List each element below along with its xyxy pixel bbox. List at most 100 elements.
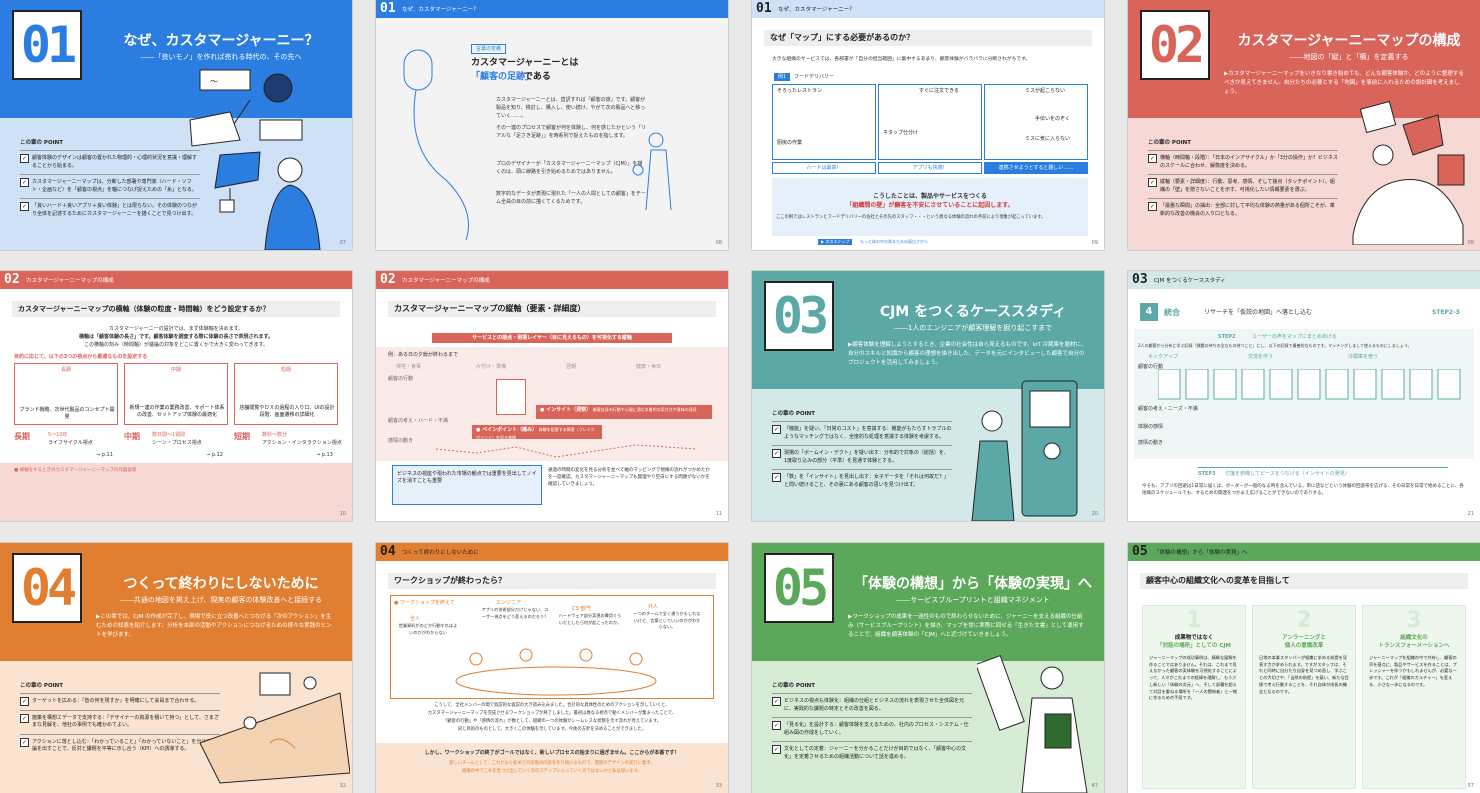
row-label: 顧客の考え・ニーズ・不満	[1138, 406, 1198, 412]
page-ref[interactable]: → p.13	[316, 452, 333, 458]
chapter-number: 04	[12, 553, 82, 623]
workshop-scene	[390, 595, 714, 699]
page-number: 07	[339, 240, 346, 246]
row-label: 体験の感情	[1138, 424, 1164, 430]
step-stage: 統合	[1164, 308, 1180, 317]
page-number: 57	[1467, 783, 1474, 789]
callout-line: 新しいチームとして、これがまた初めての段階の内容を作り続けるもので、開発のデザイ…	[449, 761, 655, 766]
slide-title: なぜ「マップ」にする必要があるのか？	[764, 30, 1092, 46]
slide-08-case-study-step[interactable]: 03 CJM をつくるケーススタディ 4 統合 リサーチを「仮説の地図」へ落とし…	[1128, 271, 1480, 521]
point-list: 顧客体験のデザインは顧客の置かれた物理的・心理的状況を意識・理解することから始ま…	[20, 150, 200, 222]
slide-02-definition[interactable]: 01 なぜ、カスタマージャーニー？ 言葉の定義 カスタマージャーニーとは 「顧客…	[376, 0, 728, 250]
chapter-subtitle: ――1人のエンジニアが顧客理解を掘り起こすまで	[893, 324, 1053, 332]
slide-04-cover[interactable]: 02 カスタマージャーニーマップの構成 ――地図の「縦」と「横」を定義する ▶カ…	[1128, 0, 1480, 250]
paragraph: プロのデザイナーが「カスタマージャーニーマップ（CJM）」を描くのは、頭に線路を…	[496, 161, 643, 175]
slide-title: 顧客中心の組織文化への変革を目指して	[1140, 573, 1468, 589]
page-number: 20	[1091, 511, 1098, 517]
culture-card-1: 1 成果物ではなく 「対話の場所」としての CJM ジャーニーマップの成功事例は…	[1142, 605, 1246, 789]
example-title: フードデリバリー	[794, 74, 835, 80]
chapter-description: ▶この章では、CJM の作成が完了し、現場で役に立つ改善へとつなげる「次のアクシ…	[96, 614, 332, 638]
chapter-title: CJM をつくるケーススタディ	[879, 304, 1067, 320]
chapter-subtitle: ――「良いモノ」を作れば売れる時代の、その先へ	[140, 53, 302, 61]
scene-box-app: すぐに注文できる ネタップ仕分け	[878, 84, 982, 160]
point-list: ビジネスの視点も体験化：組織の仕組とビジネスの流れを表現させた全体図を元に、実践…	[772, 693, 972, 765]
speaker-label: エンジニア	[496, 600, 522, 606]
slide-07-cover[interactable]: 03 CJM をつくるケーススタディ ――1人のエンジニアが顧客理解を掘り起こす…	[752, 271, 1104, 521]
scene-box-coordination: ミスが起こらない 手伝いをのぞく ミスに気に入らない	[984, 84, 1088, 160]
chapter-number: 05	[764, 553, 834, 623]
horizon-card-long: 長期 ブランド戦略、次世代製品のコンセプト開発	[14, 363, 118, 425]
slide-03-why-map[interactable]: 01 なぜ、カスタマージャーニー？ なぜ「マップ」にする必要があるのか？ 大きな…	[752, 0, 1104, 250]
row-label: 感情の動き	[388, 438, 414, 444]
chapter-description: ▶顧客体験を理解しようとするとき、企業の社会性は自ら見えるものです。IoT 冷蔵…	[848, 342, 1087, 366]
page-number: 09	[1091, 240, 1098, 246]
page-ref[interactable]: → p.11	[96, 452, 113, 458]
page-ref[interactable]: → p.12	[206, 452, 223, 458]
point-item: カスタマージャーニーマップは、分断した部署や専門家（ハード・ソフト・企画など）を…	[20, 174, 200, 198]
page-number: 10	[339, 511, 346, 517]
horizon-label: 短期	[234, 432, 250, 441]
point-heading: この章の POINT	[772, 411, 816, 417]
header-text: つくって終わりにしないために	[402, 550, 479, 556]
chapter-description: ▶ワークショップの成果を一過性のもので終わらせないために、ジャーニーを支える組織…	[848, 614, 1084, 638]
slide-title: カスタマージャーニーマップの横軸（体験の粒度・時間軸）をどう設定するか？	[12, 301, 340, 317]
point-heading: この章の POINT	[1148, 140, 1192, 146]
header-number: 04	[380, 544, 396, 559]
horizon-card-short: 短期 店舗閲覧やＤＸの過程の入り口、UIの設計段階、画面遷移の詳細化	[234, 363, 338, 425]
lead-line: 横軸は「顧客体験の長さ」です。顧客体験を調査する際に体験の長さで表現されます。	[78, 334, 273, 340]
note-heading: ■ 横軸をするときのカスタマージャーニーマップの作図留意	[14, 468, 137, 473]
slide-09-cover[interactable]: 04 つくって終わりにしないために ――共通の地図を掲え上げ、現実の顧客の体験改…	[0, 543, 352, 793]
point-item: 横軸（時間軸・段階）：「日本のインアサイクル」か「3分の操作」か？ビジネスのスケ…	[1148, 150, 1338, 174]
horizon-view: ライフサイクル視点	[48, 440, 93, 446]
header-number: 01	[756, 1, 772, 16]
callout-heading: しかし、ワークショップの終了がゴールではなく、新しいプロセスの始まりに過ぎません…	[424, 750, 680, 756]
chapter-title: なぜ、カスタマージャーニー？	[123, 33, 319, 49]
slide-01-cover[interactable]: 01 なぜ、カスタマージャーニー？ ――「良いモノ」を作れば売れる時代の、その先…	[0, 0, 352, 250]
next-step-link[interactable]: ▶ 次のステップ	[818, 239, 853, 246]
guide-text: 通過の時間の変化を見る分析を並べて軸のマッピングで視線の流れがつかめたかを一度確…	[548, 468, 710, 488]
row-label: 顧客の考え・ハード・不満	[388, 418, 449, 424]
stage-label: 翌朝	[566, 364, 577, 370]
stage-label: 交流を伴う	[1248, 354, 1274, 360]
chapter-number: 02	[1140, 10, 1210, 80]
row-label: 感情の動き	[1138, 440, 1164, 446]
slide-05-horizontal-axis[interactable]: 02 カスタマージャーニーマップの構成 カスタマージャーニーマップの横軸（体験の…	[0, 271, 352, 521]
horizon-view: シーン・プロセス視点	[152, 440, 202, 446]
conclusion-box	[772, 178, 1088, 236]
stage-label: キックアップ	[1148, 354, 1179, 360]
team-on-map-illustration	[200, 672, 350, 784]
culture-card-2: 2 アンラーニングと 個人の意識改革 日常の本業スタンパーが組織に求める前提を見…	[1252, 605, 1356, 789]
horizon-duration: 数秒～数分	[262, 432, 288, 438]
page-number: 32	[339, 783, 346, 789]
note-area	[0, 463, 352, 521]
refrigerator-with-people-illustration	[971, 380, 1078, 521]
caption-app: アプリも快適！	[878, 162, 982, 174]
chapter-title: カスタマージャーニーマップの構成	[1237, 33, 1461, 49]
point-list: 横軸（時間軸・段階）：「日本のインアサイクル」か「3分の操作」か？ビジネスのスケ…	[1148, 150, 1338, 222]
slide-06-vertical-axis[interactable]: 02 カスタマージャーニーマップの構成 カスタマージャーニーマップの縦軸（要素・…	[376, 271, 728, 521]
horizon-duration: 5～10年	[48, 432, 68, 438]
summary-line: こうして、全社メンバーの間で仮説的な仮説の大き読み込みました。合計的な具体性のた…	[434, 703, 670, 708]
page-number: 11	[715, 511, 722, 517]
speech-bubble: ハードウェア部分実現の費用ぐらいだとしたら何が起こったのか。	[558, 613, 622, 625]
header-text: 「体験の構想」から「体験の実現」へ	[1154, 550, 1248, 556]
point-item: 施策を構想エデータで支持する：「デザイナーの資源を積いて持つ」として、さまざまな…	[20, 709, 220, 734]
person-with-blueprint-illustration	[977, 655, 1088, 793]
chapter-title: つくって終わりにしないために	[123, 576, 319, 592]
step-footer: 今そも、アプリの回避は1日常に届くば、ボーダーが一般的なる時を含んでいる。単に話…	[1142, 484, 1464, 497]
speaker-label: 外人	[648, 604, 659, 610]
conclusion-line: こうしたことは、製品やサービスをつくる	[873, 193, 987, 200]
paragraph: 数字的なデータが表現に現れた「一人の人間としての顧客」をチーム全員の目の前に描く…	[496, 191, 646, 205]
slide-12-culture[interactable]: 05 「体験の構想」から「体験の実現」へ 顧客中心の組織文化への変革を目指して …	[1128, 543, 1480, 793]
emotion-curve	[436, 444, 697, 458]
page-number: 08	[715, 240, 722, 246]
speaker-label: 全人	[410, 616, 421, 622]
point-item: 「最悪な瞬間」の抽出：全部に対して平均な体験の熱量がある個所こそが、革新的な改善…	[1148, 198, 1338, 222]
header-number: 02	[380, 272, 396, 287]
header-text: なぜ、カスタマージャーニー？	[778, 7, 855, 13]
slide-11-cover[interactable]: 05 「体験の構想」から「体験の実現」へ ――サービスブループリントと組織マネジ…	[752, 543, 1104, 793]
page-number: 09	[1467, 240, 1474, 246]
slide-10-after-workshop[interactable]: 04 つくって終わりにしないために ワークショップが終わったら？ ● ワークショ…	[376, 543, 728, 793]
definition-highlight: 「顧客の足跡」	[471, 72, 535, 82]
definition-suffix: である	[524, 72, 551, 82]
